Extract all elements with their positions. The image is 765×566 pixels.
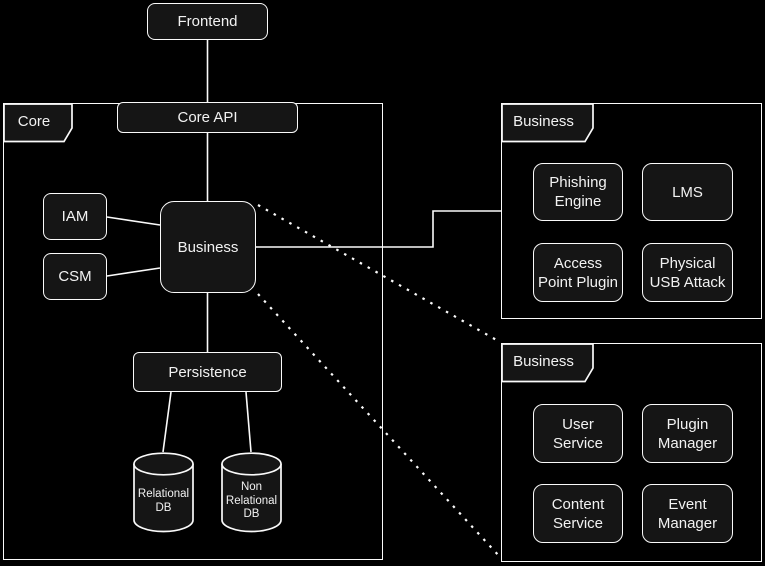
- node-phishing-engine: Phishing Engine: [533, 163, 623, 221]
- node-csm-label: CSM: [58, 268, 92, 285]
- node-business-label: Business: [177, 238, 239, 256]
- database-cylinder-icon: [221, 452, 282, 533]
- label-line: Engine: [554, 193, 602, 210]
- node-persistence: Persistence: [133, 352, 282, 392]
- container-business-detail-top-label: Business: [513, 113, 574, 130]
- node-user-service: User Service: [533, 404, 623, 463]
- label-line: Manager: [657, 514, 718, 532]
- label-line: Phishing: [549, 174, 607, 191]
- node-access-point-plugin: Access Point Plugin: [533, 243, 623, 302]
- edge-csm-business: [106, 267, 161, 277]
- container-business-detail-top-tab: Business: [501, 103, 594, 143]
- edge-persistence-nonrelationaldb: [245, 391, 252, 453]
- container-business-detail-bottom-label: Business: [513, 353, 574, 370]
- label-line: User: [562, 415, 594, 433]
- node-business: Business: [160, 201, 256, 293]
- node-non-relational-db: Non Relational DB: [221, 452, 282, 533]
- label-line: Plugin: [666, 415, 709, 433]
- label-line: DB: [155, 501, 172, 514]
- node-plugin-manager: Plugin Manager: [642, 404, 733, 463]
- edge-persistence-relationaldb: [162, 391, 172, 453]
- node-core-api: Core API: [117, 102, 298, 133]
- node-physical-usb-attack: Physical USB Attack: [642, 243, 733, 302]
- node-non-relational-db-label: Non Relational DB: [221, 474, 282, 529]
- label-line: Physical: [659, 254, 716, 272]
- node-persistence-label: Persistence: [168, 363, 247, 381]
- label-line: Relational: [225, 494, 278, 507]
- node-iam: IAM: [43, 193, 107, 240]
- node-lms: LMS: [642, 163, 733, 221]
- tab-shape: [501, 343, 594, 383]
- container-core-label: Core: [17, 113, 51, 130]
- node-relational-db: Relational DB: [133, 452, 194, 533]
- node-relational-db-label: Relational DB: [133, 474, 194, 529]
- node-frontend: Frontend: [147, 3, 268, 40]
- node-event-manager: Event Manager: [642, 484, 733, 543]
- container-business-detail-bottom: [501, 343, 762, 562]
- node-content-service: Content Service: [533, 484, 623, 543]
- label-line: Service: [552, 514, 604, 532]
- database-cylinder-icon: [133, 452, 194, 533]
- container-core-tab: Core: [3, 103, 73, 143]
- label-line: LMS: [672, 183, 703, 201]
- edge-business-detailtop: [256, 210, 501, 248]
- node-core-api-label: Core API: [177, 109, 238, 126]
- label-line: Service: [552, 434, 604, 452]
- label-line: Relational: [137, 488, 190, 500]
- tab-shape: [501, 103, 594, 143]
- label-line: DB: [243, 508, 260, 521]
- label-line: Access: [553, 254, 603, 272]
- node-csm: CSM: [43, 253, 107, 300]
- edge-dotted-business-detailbottom-lower: [257, 293, 501, 558]
- container-business-detail-top: [501, 103, 762, 319]
- edge-dotted-business-detailbottom-upper: [257, 204, 501, 343]
- container-business-detail-bottom-tab: Business: [501, 343, 594, 383]
- label-line: Non: [240, 481, 263, 494]
- label-line: Event: [668, 495, 707, 513]
- tab-shape: [3, 103, 73, 143]
- label-line: Content: [551, 495, 605, 513]
- label-line: Point Plugin: [537, 273, 619, 291]
- label-line: Manager: [657, 434, 718, 452]
- label-line: USB Attack: [649, 273, 726, 291]
- edge-iam-business: [106, 216, 161, 226]
- node-iam-label: IAM: [61, 208, 89, 225]
- node-frontend-label: Frontend: [177, 13, 238, 30]
